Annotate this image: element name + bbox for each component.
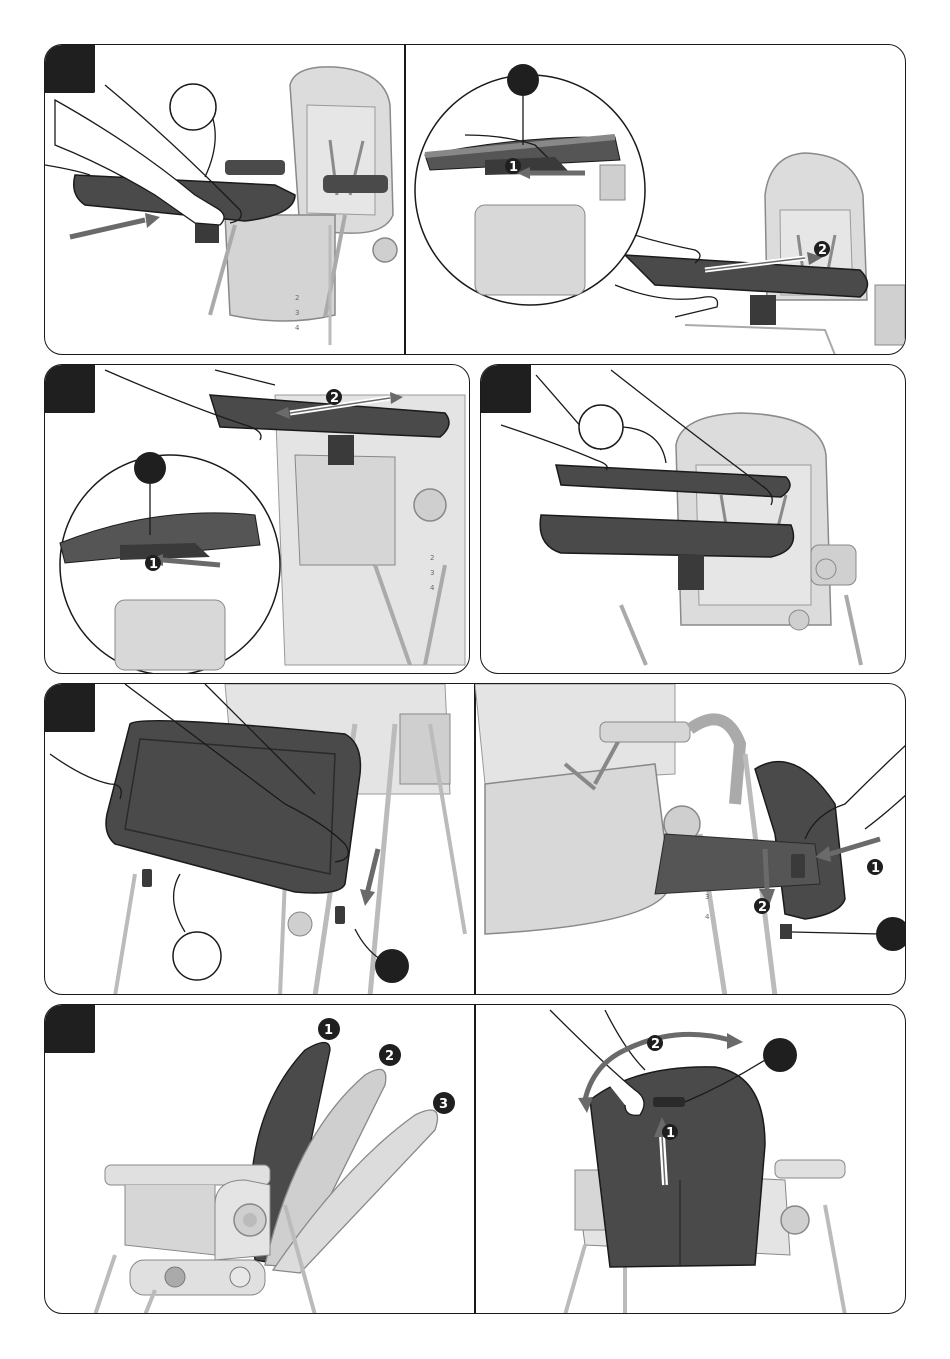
marker-2: 2 <box>330 391 339 406</box>
svg-text:4: 4 <box>295 324 300 332</box>
svg-text:2: 2 <box>295 294 299 302</box>
backrest-recline-illustration: 1 2 3 <box>45 1005 475 1314</box>
svg-text:3: 3 <box>705 893 709 901</box>
marker-1: 1 <box>509 160 518 175</box>
marker-2: 2 <box>818 243 827 258</box>
step-panel-row2-left: 2 3 4 2 1 <box>44 364 470 674</box>
svg-text:4: 4 <box>430 584 435 592</box>
marker-1: 1 <box>871 861 880 876</box>
step-panel-row1: 2 3 4 2 <box>44 44 906 355</box>
release-tray-illustration: 234 1 2 <box>475 684 906 995</box>
marker-2: 2 <box>758 900 767 915</box>
remove-insert-illustration <box>481 365 906 674</box>
marker-3: 3 <box>439 1097 448 1112</box>
marker-2: 2 <box>651 1037 660 1052</box>
marker-2: 2 <box>385 1049 394 1064</box>
backrest-adjust-illustration: 1 2 <box>475 1005 906 1314</box>
svg-text:3: 3 <box>295 309 299 317</box>
store-tray-illustration <box>45 684 475 995</box>
step-panel-row3: 234 1 2 <box>44 683 906 995</box>
step-panel-row2-right <box>480 364 906 674</box>
marker-1: 1 <box>666 1126 675 1141</box>
step-panel-row4: 1 2 3 1 <box>44 1004 906 1314</box>
svg-text:2: 2 <box>430 554 434 562</box>
marker-1: 1 <box>324 1023 333 1038</box>
svg-text:4: 4 <box>705 913 710 921</box>
attach-tray-illustration: 2 3 4 <box>45 45 405 355</box>
marker-1: 1 <box>149 557 158 572</box>
remove-tray-illustration: 2 3 4 2 1 <box>45 365 470 674</box>
slide-tray-illustration: 2 1 <box>405 45 906 355</box>
svg-text:3: 3 <box>430 569 434 577</box>
